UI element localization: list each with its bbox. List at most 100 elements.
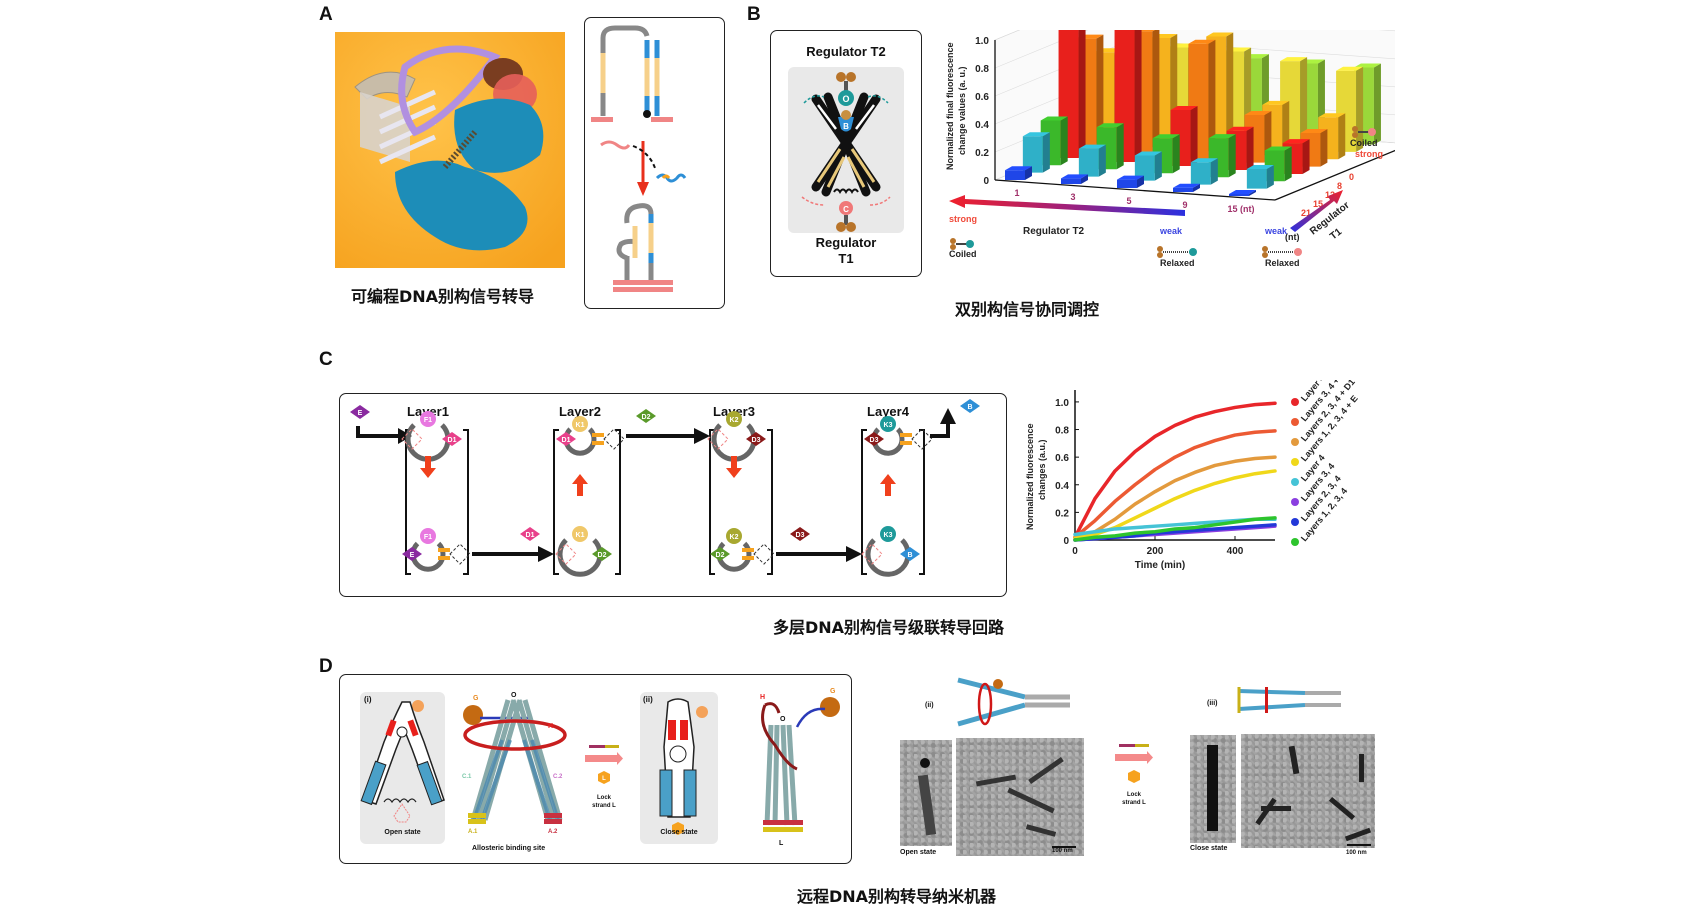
bar-top <box>1246 165 1274 170</box>
bar-top <box>1078 144 1106 149</box>
bar-top <box>1152 134 1180 139</box>
t2-coiled-label: Coiled <box>949 249 977 259</box>
k3-bottom-label: K3 <box>884 532 893 539</box>
legend-marker <box>1291 418 1299 426</box>
d3-bound-badge <box>746 432 766 446</box>
bar-top <box>1117 175 1144 180</box>
k1-bottom-badge <box>572 526 588 542</box>
y-tick-label: 0 <box>983 176 989 187</box>
t2-relaxed-regulator-icon <box>1157 246 1197 258</box>
bar-side <box>1172 134 1180 174</box>
bar-side <box>1060 116 1068 166</box>
bar-side <box>1300 57 1308 148</box>
x-tick-label: 400 <box>1227 546 1244 557</box>
bar-top <box>1264 146 1292 151</box>
bar-side <box>1226 32 1234 152</box>
lock-label-line1: Lock <box>596 795 611 801</box>
legend-marker <box>1291 518 1299 526</box>
bar-front <box>1173 187 1193 192</box>
bar-top <box>1226 126 1254 131</box>
panel-letter-c: C <box>319 349 333 370</box>
regulator-schematic-box: Regulator T2 O B C <box>770 30 922 277</box>
o-label-closed: O <box>780 716 786 723</box>
bar-top <box>1244 111 1272 115</box>
bracket-l1-right <box>463 429 469 575</box>
panel-letter-a: A <box>319 4 333 25</box>
lock-strand-arrow: L <box>585 745 623 784</box>
layer1-hatch <box>438 548 450 552</box>
bar-top <box>1208 134 1236 139</box>
bar-side <box>1356 66 1364 152</box>
layer2-loop-bottom <box>557 538 603 577</box>
t1-strong-label: strong <box>1355 149 1383 159</box>
bar-top <box>1173 183 1200 188</box>
y-axis-title-line2: change values (a. u.) <box>957 66 967 155</box>
y-tick-label: 0.8 <box>975 64 989 75</box>
cascade-circuit-diagram: Layer1Layer2Layer3Layer4EF1D1F1ED1K1D1K1… <box>350 399 980 577</box>
strand-displacement-box <box>584 17 725 309</box>
bar-side <box>1096 34 1104 151</box>
z-axis <box>1274 149 1395 201</box>
layer3-hatch-site <box>753 543 775 565</box>
bracket-l4-right <box>919 429 925 575</box>
d1-layer2-badge <box>556 432 576 446</box>
z-tick-label: 8 <box>1337 181 1342 191</box>
bracket-l3-left <box>709 429 715 575</box>
k3-top-label: K3 <box>884 422 893 429</box>
c2-label: C.2 <box>553 774 563 780</box>
y-tick-label: 0 <box>1063 536 1069 547</box>
output-arrow-head <box>940 408 956 424</box>
lock-label-2-line2: strand L <box>1122 800 1146 806</box>
dna-helix-shape <box>398 45 501 137</box>
o-label: O <box>511 692 517 699</box>
layer2-hatch-site <box>603 428 625 450</box>
bar-top <box>1040 116 1068 121</box>
d2-bound-badge <box>592 547 612 561</box>
layer1-hatch-site <box>449 543 471 565</box>
layer-label: Layer4 <box>867 404 910 419</box>
bar-front <box>1117 179 1137 188</box>
bar-front <box>1229 194 1249 196</box>
k3-bottom-badge <box>880 526 896 542</box>
lock-badge: L <box>602 776 606 782</box>
layer1-site-top <box>401 428 423 450</box>
bar-top <box>1170 105 1198 110</box>
tem-close-state-label: Close state <box>1190 845 1228 852</box>
bar-top <box>1229 190 1256 194</box>
open-origami-model <box>957 677 1070 727</box>
dna-tweezer-diagram: O B C <box>801 72 891 232</box>
species-b-output-badge <box>960 399 980 413</box>
t1-weak-label: weak <box>1264 226 1288 236</box>
y-axis-title-line1: Normalized final fluorescence <box>945 42 955 170</box>
bar-side <box>1246 126 1254 170</box>
bar-side <box>1302 139 1310 174</box>
closed-pliers-icon <box>659 698 708 835</box>
allosteric-site-label: Allosteric binding site <box>472 845 546 852</box>
b-bound-badge <box>900 547 920 561</box>
t2-strong-label: strong <box>949 214 977 224</box>
bracket-l2-left <box>553 429 559 575</box>
bar-side <box>1078 30 1086 158</box>
gridline <box>1130 39 1395 60</box>
panel-letter-d: D <box>319 656 333 677</box>
series-line <box>1073 429 1277 539</box>
gridline <box>994 30 1021 41</box>
bar-side <box>1249 190 1256 196</box>
regulator-t1-label-line2: T1 <box>838 251 854 266</box>
open-pliers-icon <box>360 700 445 823</box>
k1-bottom-label: K1 <box>576 532 585 539</box>
closed-origami-model <box>1237 687 1341 713</box>
bar-top <box>1005 166 1032 171</box>
layer4-site-bottom <box>861 543 883 565</box>
output-arrow <box>930 420 950 438</box>
k1-top-label: K1 <box>576 422 585 429</box>
k2-top-badge <box>726 411 742 427</box>
bar-top <box>1190 158 1218 163</box>
a1-label: A.1 <box>468 829 478 835</box>
open-state-label: Open state <box>384 829 421 836</box>
legend-marker <box>1291 498 1299 506</box>
node-c-label: C <box>843 205 849 214</box>
bracket-l3-right <box>767 429 773 575</box>
a2-label: A.2 <box>548 829 558 835</box>
bar-top <box>1022 132 1050 137</box>
